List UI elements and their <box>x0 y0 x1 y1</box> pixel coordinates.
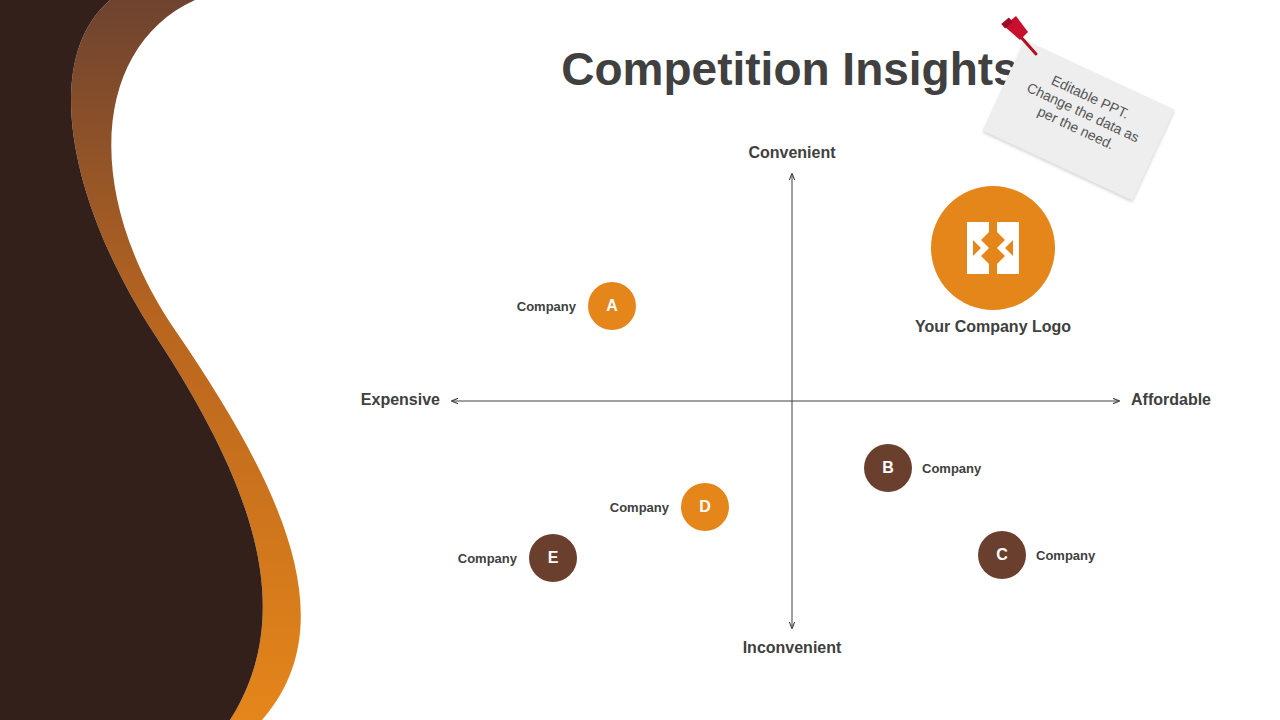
company-marker: ACompany <box>588 282 636 330</box>
axis-label: Inconvenient <box>743 639 842 657</box>
company-letter: D <box>699 498 711 516</box>
logo-node: Your Company Logo <box>883 186 1103 336</box>
company-label: Company <box>517 299 576 314</box>
company-letter: A <box>606 297 618 315</box>
company-label: Company <box>458 551 517 566</box>
company-circle: A <box>588 282 636 330</box>
company-marker: BCompany <box>864 444 912 492</box>
slide-title: Competition Insights <box>561 42 1018 96</box>
logo-circle <box>931 186 1055 310</box>
axis-label: Convenient <box>748 144 835 162</box>
company-label: Company <box>922 461 981 476</box>
company-circle: B <box>864 444 912 492</box>
axis-label: Expensive <box>361 391 440 409</box>
company-letter: C <box>996 546 1008 564</box>
company-circle: C <box>978 531 1026 579</box>
company-circle: D <box>681 483 729 531</box>
company-label: Company <box>610 500 669 515</box>
logo-icon <box>963 218 1023 278</box>
pin-cap <box>1001 17 1013 28</box>
push-pin <box>998 12 1048 62</box>
side-panel <box>0 0 263 720</box>
company-label: Company <box>1036 548 1095 563</box>
company-letter: E <box>548 549 559 567</box>
note-text: Editable PPT. Change the data as per the… <box>1011 61 1155 164</box>
pin-needle <box>1020 36 1036 54</box>
company-circle: E <box>529 534 577 582</box>
company-marker: DCompany <box>681 483 729 531</box>
company-marker: CCompany <box>978 531 1026 579</box>
logo-caption: Your Company Logo <box>915 318 1071 336</box>
horizontal-axis <box>452 401 1119 402</box>
company-marker: ECompany <box>529 534 577 582</box>
axis-label: Affordable <box>1131 391 1211 409</box>
company-letter: B <box>882 459 894 477</box>
